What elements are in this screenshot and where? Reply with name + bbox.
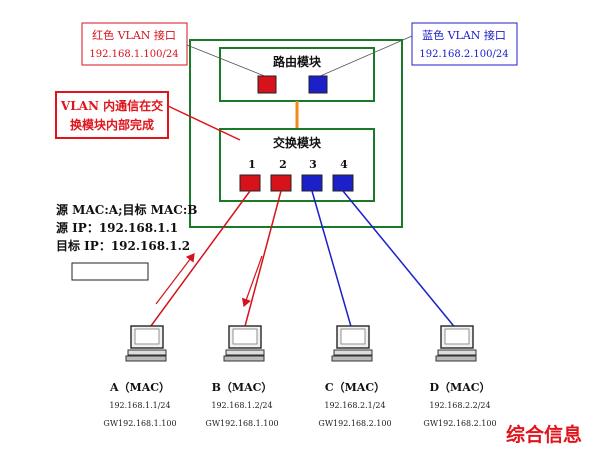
host-a-gw: GW192.168.1.100 (103, 419, 176, 428)
switch-port-1 (239, 174, 261, 192)
cable-port1-host-a (147, 190, 251, 331)
host-d-name: D（MAC） (429, 381, 490, 394)
packet-dst-ip-line: 目标 IP：192.168.1.2 (56, 238, 190, 253)
vlan-note-box (55, 91, 169, 139)
blue-vlan-callout-pointer (317, 35, 413, 78)
vlan-note-callout: VLAN 内通信在交 换模块内部完成 (55, 91, 169, 139)
host-d-gw: GW192.168.2.100 (423, 419, 496, 428)
cable-port4-host-d (342, 190, 458, 331)
computer-icon (125, 325, 167, 362)
packet-src-ip-line: 源 IP：192.168.1.1 (56, 220, 178, 235)
packet-frame-box (71, 262, 149, 281)
traffic-arrow-up (155, 253, 195, 305)
host-a-name: A（MAC） (109, 381, 170, 394)
host-c-ip: 192.168.2.1/24 (324, 401, 385, 410)
host-b-ip: 192.168.1.2/24 (211, 401, 272, 410)
red-vlan-callout: 红色 VLAN 接口 192.168.1.100/24 (81, 22, 188, 66)
red-vlan-callout-title: 红色 VLAN 接口 (92, 28, 176, 42)
host-b-name: B（MAC） (212, 381, 273, 394)
switch-port-4 (332, 174, 354, 192)
host-c-name: C（MAC） (325, 381, 385, 394)
computer-icon (223, 325, 265, 362)
blue-vlan-callout-title: 蓝色 VLAN 接口 (422, 28, 506, 42)
port-number-3: 3 (309, 158, 317, 171)
port-number-1: 1 (248, 158, 256, 171)
watermark-text: 综合信息 (506, 423, 582, 446)
cable-port2-host-b (243, 190, 282, 331)
vlan-note-line2: 换模块内部完成 (70, 117, 154, 132)
blue-vlan-callout-ip: 192.168.2.100/24 (419, 49, 508, 60)
port-number-2: 2 (279, 158, 287, 171)
red-vlan-callout-box (81, 22, 188, 66)
router-module-label: 路由模块 (273, 54, 322, 69)
red-vlan-callout-pointer (186, 44, 268, 78)
switch-port-3 (301, 174, 323, 192)
blue-vlan-callout-box (411, 22, 518, 66)
vlan-note-pointer (167, 105, 241, 141)
host-c-gw: GW192.168.2.100 (318, 419, 391, 428)
host-d-ip: 192.168.2.2/24 (429, 401, 490, 410)
switch-port-2 (270, 174, 292, 192)
switch-module-box (219, 128, 375, 202)
red-vlan-interface-port (257, 75, 277, 94)
computer-icon (331, 325, 373, 362)
host-a-ip: 192.168.1.1/24 (109, 401, 170, 410)
vlan-note-line1: VLAN 内通信在交 (60, 98, 163, 113)
cable-port3-host-c (311, 190, 353, 331)
switch-module-label: 交换模块 (273, 135, 322, 150)
red-vlan-callout-ip: 192.168.1.100/24 (89, 49, 178, 60)
traffic-arrow-down (241, 255, 263, 308)
host-b-gw: GW192.168.1.100 (205, 419, 278, 428)
computer-icon (435, 325, 477, 362)
packet-mac-line: 源 MAC:A;目标 MAC:B (56, 202, 197, 217)
blue-vlan-interface-port (308, 75, 328, 94)
port-number-4: 4 (340, 158, 348, 171)
blue-vlan-callout: 蓝色 VLAN 接口 192.168.2.100/24 (411, 22, 518, 66)
layer3-switch-box (189, 39, 403, 228)
